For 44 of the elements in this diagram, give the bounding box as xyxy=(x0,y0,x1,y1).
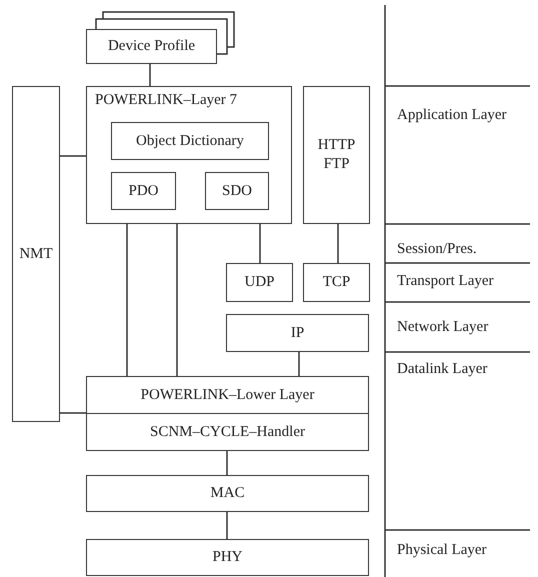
box-label: SDO xyxy=(222,182,252,200)
connector-line xyxy=(126,224,128,376)
box-label: NMT xyxy=(19,244,53,264)
box-label: MAC xyxy=(210,484,245,503)
layer-container-box xyxy=(86,86,292,224)
protocol-box xyxy=(111,172,176,210)
connector-line xyxy=(60,155,86,157)
protocol-box xyxy=(86,413,369,451)
connector-line xyxy=(60,412,86,414)
connector-line xyxy=(176,224,178,376)
protocol-box xyxy=(205,172,269,210)
osi-layer-label: Physical Layer xyxy=(397,541,488,560)
box-label: UDP xyxy=(244,273,274,292)
box-label: PDO xyxy=(128,182,158,200)
connector-line xyxy=(298,352,300,376)
box-label: Device Profile xyxy=(108,37,196,56)
osi-layer-label: Network Layer xyxy=(397,318,490,337)
osi-layer-label: Session/Pres. xyxy=(397,240,478,259)
protocol-box xyxy=(303,86,370,224)
connector-line xyxy=(226,512,228,539)
protocol-box xyxy=(226,263,293,302)
box-label: TCP xyxy=(322,273,350,292)
connector-line xyxy=(149,64,151,86)
connector-line xyxy=(337,224,339,263)
box-label: PHY xyxy=(212,548,242,567)
protocol-box xyxy=(303,263,370,302)
connector-line xyxy=(259,224,261,263)
connector-line xyxy=(226,451,228,475)
protocol-box xyxy=(86,376,369,414)
protocol-box xyxy=(226,314,369,352)
osi-layer-label: Application Layer xyxy=(397,106,508,125)
protocol-box xyxy=(111,122,269,160)
box-label: Object Dictionary xyxy=(136,132,244,150)
protocol-box xyxy=(86,539,369,576)
osi-layer-label: Datalink Layer xyxy=(397,360,488,379)
box-label: SCNM–CYCLE–Handler xyxy=(150,422,305,442)
protocol-box xyxy=(86,29,217,64)
box-label: POWERLINK–Lower Layer xyxy=(140,386,314,404)
box-label: IP xyxy=(290,324,304,342)
osi-layer-label: Transport Layer xyxy=(397,272,495,291)
box-label: POWERLINK–Layer 7 xyxy=(95,91,238,110)
protocol-box xyxy=(12,86,60,422)
protocol-box xyxy=(86,475,369,512)
box-label: HTTP FTP xyxy=(316,136,356,174)
